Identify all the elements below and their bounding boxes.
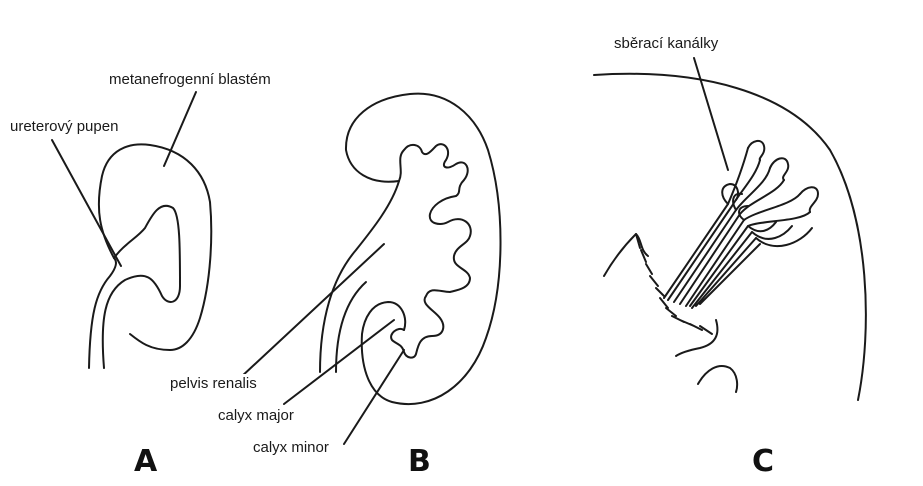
panel-letter-b: B	[408, 445, 431, 479]
panel-c-drawing	[594, 58, 866, 400]
label-calyx-major: calyx major	[216, 406, 296, 426]
panel-c-base-left	[604, 234, 648, 276]
label-ureterovy-pupen: ureterový pupen	[8, 117, 120, 137]
panel-letter-c: C	[752, 445, 774, 479]
panel-c-papilla	[698, 366, 737, 392]
label-calyx-minor: calyx minor	[251, 438, 331, 458]
panel-letter-a: A	[134, 445, 157, 479]
panel-c-collecting-ducts	[664, 148, 810, 306]
panel-c-leader-sberaci	[694, 58, 728, 170]
panel-a-blastema-outline	[103, 206, 180, 368]
panel-c-base-right	[676, 320, 717, 356]
panel-b-ureter-right	[336, 282, 366, 372]
panel-b-drawing	[240, 94, 501, 444]
panel-a-blastema-body	[99, 144, 211, 350]
panel-b-pelvis-outline	[320, 144, 471, 372]
panel-b-leader-calyx-minor	[344, 350, 404, 444]
label-sberaci-kanalky: sběrací kanálky	[612, 34, 720, 54]
panel-c-capsule	[594, 74, 866, 400]
label-pelvis-renalis: pelvis renalis	[168, 374, 259, 394]
label-metanefrogenni-blastem: metanefrogenní blastém	[107, 70, 273, 90]
panel-b-kidney-outline	[346, 94, 501, 404]
